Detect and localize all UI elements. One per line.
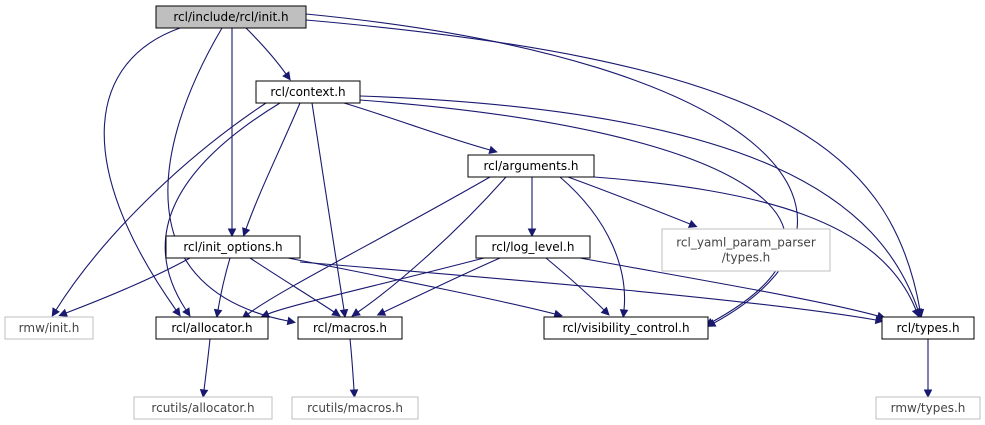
node-arguments[interactable]: rcl/arguments.h (467, 154, 595, 178)
edge-context-to-allocator (164, 102, 281, 317)
arrowhead (553, 309, 563, 319)
node-rmw-types[interactable]: rmw/types.h (875, 396, 981, 420)
arrowhead (242, 227, 251, 237)
node-box (133, 396, 273, 420)
node-label: rcl_yaml_param_parser (676, 236, 816, 250)
edge-init-to-allocator (103, 27, 181, 317)
edge-init_options-to-macros (249, 257, 341, 317)
arrowhead (51, 307, 60, 317)
node-log-level[interactable]: rcl/log_level.h (475, 235, 591, 259)
edge-arguments-to-visibility (559, 176, 629, 319)
node-allocator[interactable]: rcl/allocator.h (155, 316, 269, 340)
arrowhead (527, 228, 537, 238)
node-label: rcutils/allocator.h (151, 401, 254, 415)
node-label: rcutils/macros.h (307, 401, 403, 415)
node-box (661, 228, 831, 272)
node-box (165, 235, 301, 259)
nodes-layer: rcl/include/rcl/init.h rcl/context.h rcl/a… (4, 5, 981, 420)
node-box (297, 316, 403, 340)
arrowhead (351, 308, 361, 317)
node-visibility[interactable]: rcl/visibility_control.h (543, 316, 709, 340)
node-box (875, 396, 981, 420)
edge-macros-to-rcutils_macros (349, 338, 359, 399)
edge-init-to-macros (167, 27, 296, 326)
arrowhead (199, 388, 209, 399)
edge-arguments-to-macros (351, 176, 507, 317)
node-box (475, 235, 591, 259)
arrowhead (172, 307, 181, 317)
edge-types-to-rmw_types (923, 338, 933, 399)
node-box (543, 316, 709, 340)
node-init[interactable]: rcl/include/rcl/init.h (155, 5, 307, 29)
edge-init_options-to-allocator (213, 257, 231, 319)
edge-init_options-to-rmw_init (58, 257, 191, 317)
edge-init-to-context (245, 27, 291, 81)
arrowhead (687, 219, 698, 228)
arrowhead (182, 307, 191, 317)
edge-arguments-to-yaml (567, 176, 698, 228)
edge-context-to-init_options (242, 102, 301, 237)
arrowhead (923, 389, 933, 399)
node-yaml[interactable]: rcl_yaml_param_parser/types.h (661, 228, 831, 272)
node-box (255, 80, 361, 104)
arrowhead (619, 309, 629, 319)
node-label: rcl/init_options.h (183, 240, 282, 254)
arrowhead (488, 145, 498, 155)
node-box (155, 316, 269, 340)
arrowhead (349, 389, 359, 399)
edge-context-to-macros (311, 102, 349, 319)
edge-context-to-rmw_init (51, 102, 267, 317)
node-rmw-init[interactable]: rmw/init.h (4, 316, 94, 340)
edge-log_level-to-visibility (545, 257, 610, 316)
arrowhead (600, 306, 610, 316)
node-label: rcl/macros.h (313, 321, 387, 335)
node-label: rmw/init.h (19, 321, 80, 335)
node-box (881, 316, 975, 340)
arrowhead (911, 307, 920, 318)
arrowhead (58, 308, 69, 317)
arrowhead (227, 228, 237, 238)
node-label: rcl/arguments.h (484, 159, 579, 173)
node-box (4, 316, 94, 340)
node-macros[interactable]: rcl/macros.h (297, 316, 403, 340)
node-label: rcl/types.h (896, 321, 959, 335)
node-box (291, 396, 419, 420)
arrowhead (282, 71, 291, 81)
arrowhead (376, 307, 387, 316)
arrowhead (331, 308, 341, 317)
node-init-options[interactable]: rcl/init_options.h (165, 235, 301, 259)
node-label: rmw/types.h (891, 401, 966, 415)
edge-init-to-types (305, 19, 925, 318)
node-label: rcl/include/rcl/init.h (173, 10, 288, 24)
node-box (467, 154, 595, 178)
arrowhead (213, 308, 223, 319)
node-types[interactable]: rcl/types.h (881, 316, 975, 340)
node-box (155, 5, 307, 29)
node-label: rcl/visibility_control.h (562, 321, 689, 335)
edge-arguments-to-log_level (527, 177, 537, 238)
edges-layer (51, 13, 933, 399)
node-label: rcl/context.h (270, 85, 345, 99)
node-context[interactable]: rcl/context.h (255, 80, 361, 104)
node-rcutils-macros[interactable]: rcutils/macros.h (291, 396, 419, 420)
arrowhead (286, 316, 296, 326)
arrowhead (260, 309, 271, 318)
edge-init-to-init_options (227, 27, 237, 238)
edge-log_level-to-allocator (260, 257, 485, 318)
node-label: rcl/log_level.h (492, 240, 575, 254)
edge-context-to-visibility (359, 99, 787, 326)
arrowhead (339, 308, 349, 319)
edge-arguments-to-types (593, 176, 920, 318)
node-label: /types.h (722, 251, 771, 265)
node-label: rcl/allocator.h (171, 321, 252, 335)
node-rcutils-allocator[interactable]: rcutils/allocator.h (133, 396, 273, 420)
edge-allocator-to-rcutils_allocator (199, 338, 211, 399)
edge-context-to-arguments (343, 102, 498, 155)
edge-log_level-to-macros (376, 257, 501, 316)
